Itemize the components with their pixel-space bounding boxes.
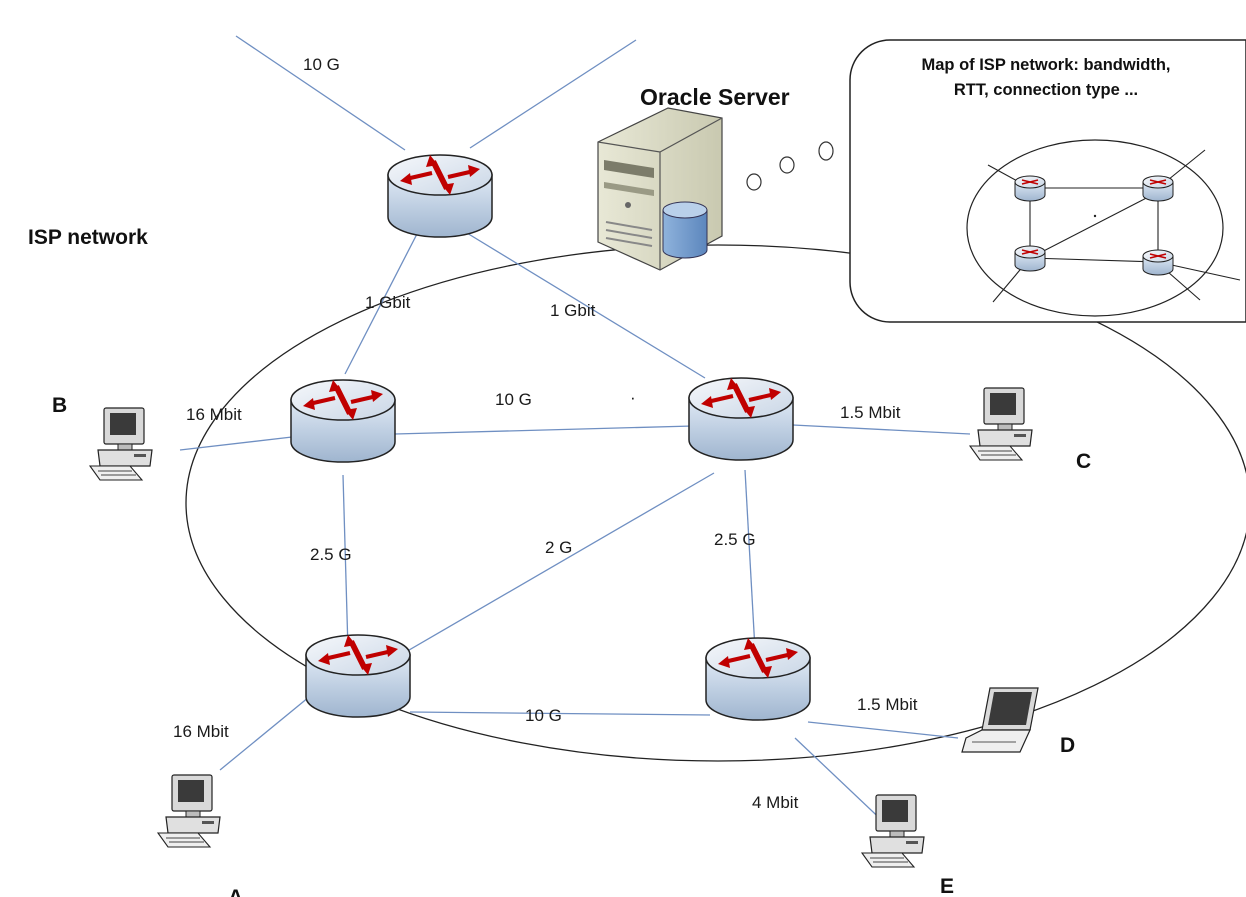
host-label-d: D (1060, 734, 1075, 757)
host-a-pc-icon (157, 774, 221, 848)
link-label-r1-r3: 2.5 G (310, 545, 352, 564)
router-d-icon (704, 636, 812, 722)
host-label-c: C (1076, 450, 1091, 473)
database-icon (662, 201, 708, 259)
host-b-pc-icon (89, 407, 153, 481)
thought-dot-medium (779, 156, 795, 174)
router-core-icon (386, 153, 494, 239)
link-label-d: 1.5 Mbit (857, 695, 918, 714)
router-a-icon (304, 633, 412, 719)
link-label-e: 4 Mbit (752, 793, 799, 812)
isp-boundary (185, 244, 1246, 762)
mini-network-map (966, 139, 1241, 317)
link-label-core-right: 1 Gbit (550, 301, 596, 320)
bubble-text-line1: Map of ISP network: bandwidth, (921, 56, 1170, 74)
link-label-r2-r3: 2 G (545, 538, 572, 557)
oracle-server-label: Oracle Server (640, 84, 790, 110)
link-label-core-left: 1 Gbit (365, 293, 411, 312)
router-c-icon (687, 376, 795, 462)
links (179, 35, 971, 829)
host-label-a: A (228, 886, 243, 897)
host-c-pc-icon (969, 387, 1033, 461)
link-label-b: 16 Mbit (186, 405, 242, 424)
isp-network-title: ISP network (28, 226, 148, 249)
thought-dot-small (746, 173, 762, 191)
link-label-top-uplink: 10 G (303, 55, 340, 74)
stray-dot: · (630, 388, 636, 407)
link-label-r3-r4: 10 G (525, 706, 562, 725)
bubble-text-line2: RTT, connection type ... (954, 81, 1138, 99)
link-label-r1-r2: 10 G (495, 390, 532, 409)
link-label-a: 16 Mbit (173, 722, 229, 741)
host-label-b: B (52, 394, 67, 417)
link-label-r2-r4: 2.5 G (714, 530, 756, 549)
host-label-e: E (940, 875, 954, 897)
host-d-laptop-icon (961, 687, 1039, 753)
router-b-icon (289, 378, 397, 464)
link-label-c: 1.5 Mbit (840, 403, 901, 422)
thought-dot-large (818, 141, 834, 161)
host-e-pc-icon (861, 794, 925, 868)
